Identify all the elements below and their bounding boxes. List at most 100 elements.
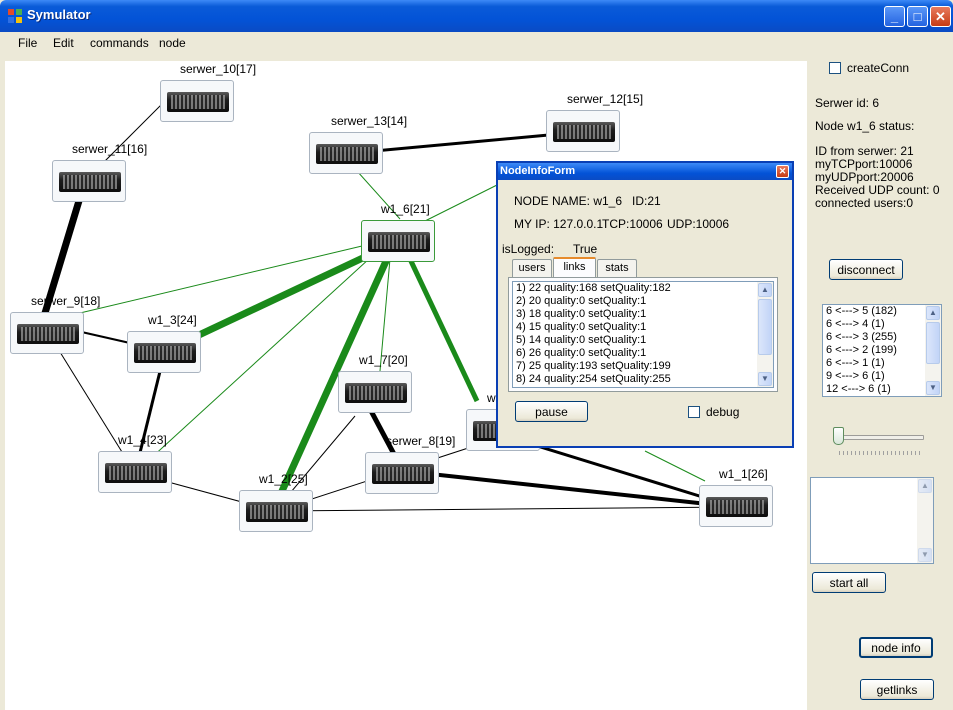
list-item[interactable]: 3) 18 quality:0 setQuality:1 [516, 308, 647, 320]
scroll-up-icon[interactable]: ▲ [926, 306, 940, 320]
status-connected-users: connected users:0 [815, 196, 914, 210]
list-item[interactable]: 6 <---> 1 (1) [826, 357, 885, 369]
scroll-thumb[interactable] [758, 299, 772, 355]
server-icon [10, 312, 84, 354]
quality-slider[interactable] [833, 427, 844, 445]
scroll-down-icon[interactable]: ▼ [758, 372, 772, 386]
scroll-thumb[interactable] [926, 322, 940, 364]
status-serwer-id: Serwer id: 6 [815, 96, 880, 110]
is-logged-value: True [573, 242, 598, 256]
scroll-up-icon[interactable]: ▲ [758, 283, 772, 297]
node-label: serwer_13[14] [331, 114, 408, 128]
node-label: w1_1[26] [719, 467, 768, 481]
server-icon [365, 452, 439, 494]
menu-edit[interactable]: Edit [53, 36, 74, 50]
server-icon [160, 80, 234, 122]
list-item[interactable]: 8) 24 quality:254 setQuality:255 [516, 373, 671, 385]
list-item[interactable]: 6 <---> 2 (199) [826, 344, 897, 356]
pause-button[interactable]: pause [515, 401, 588, 422]
tab-links[interactable]: links [553, 257, 596, 277]
tcp-label: TCP:10006 [602, 217, 663, 231]
node-label: serwer_9[18] [31, 294, 101, 308]
log-textbox[interactable]: ▲ ▼ [810, 477, 934, 564]
node-id-label: ID:21 [632, 194, 661, 208]
maximize-button[interactable]: □ [907, 6, 928, 27]
connections-list[interactable]: 6 <---> 5 (182) 6 <---> 4 (1) 6 <---> 3 … [822, 304, 942, 397]
node-label: w1_3[24] [148, 313, 197, 327]
status-udp-count: Received UDP count: 0 [815, 183, 940, 197]
getlinks-button[interactable]: getlinks [860, 679, 934, 700]
menu-commands[interactable]: commands [90, 36, 149, 50]
server-icon [52, 160, 126, 202]
node-label: w1_4[23] [118, 433, 167, 447]
log-scrollbar[interactable]: ▲ ▼ [917, 478, 933, 563]
window-title: Symulator [27, 7, 91, 22]
debug-checkbox[interactable] [688, 406, 700, 418]
list-item[interactable]: 1) 22 quality:168 setQuality:182 [516, 282, 671, 294]
close-icon: ✕ [935, 9, 946, 24]
node-label: w1_2[25] [259, 472, 308, 486]
link-line [402, 469, 736, 509]
is-logged-label: isLogged: [502, 242, 555, 256]
list-item[interactable]: 4) 15 quality:0 setQuality:1 [516, 321, 647, 333]
list-item[interactable]: 2) 20 quality:0 setQuality:1 [516, 295, 647, 307]
menu-bar: File Edit commands node [0, 32, 953, 54]
menu-file[interactable]: File [18, 36, 38, 50]
server-icon [127, 331, 201, 373]
server-icon [309, 132, 383, 174]
start-all-button[interactable]: start all [812, 572, 886, 593]
slider-track [834, 435, 924, 440]
tab-stats[interactable]: stats [597, 259, 637, 277]
list-item[interactable]: 6 <---> 5 (182) [826, 305, 897, 317]
title-bar: Symulator _ □ ✕ [0, 0, 953, 32]
link-line [274, 506, 736, 512]
list-item[interactable]: 6) 26 quality:0 setQuality:1 [516, 347, 647, 359]
server-icon [98, 451, 172, 493]
node-label: serwer_12[15] [567, 92, 644, 106]
links-scrollbar[interactable]: ▲ ▼ [757, 282, 773, 387]
list-item[interactable]: 12 <---> 6 (1) [826, 383, 891, 395]
link-line [149, 257, 371, 460]
list-item[interactable]: 7) 25 quality:193 setQuality:199 [516, 360, 671, 372]
link-line [356, 170, 401, 220]
status-tcp-port: myTCPport:10006 [815, 157, 913, 171]
menu-node[interactable]: node [159, 36, 186, 50]
app-icon [8, 9, 22, 23]
list-item[interactable]: 9 <---> 6 (1) [826, 370, 885, 382]
link-line [38, 179, 89, 325]
link-line [79, 245, 363, 314]
minimize-button[interactable]: _ [884, 6, 905, 27]
scroll-down-icon[interactable]: ▼ [918, 548, 932, 562]
connections-scrollbar[interactable]: ▲ ▼ [925, 305, 941, 396]
server-icon [338, 371, 412, 413]
scroll-up-icon[interactable]: ▲ [918, 479, 932, 493]
node-label: w1_7[20] [359, 353, 408, 367]
create-conn-label: createConn [847, 61, 910, 75]
close-button[interactable]: ✕ [930, 6, 951, 27]
list-item[interactable]: 6 <---> 4 (1) [826, 318, 885, 330]
tab-users[interactable]: users [512, 259, 552, 277]
my-ip-label: MY IP: 127.0.0.1 [514, 217, 604, 231]
link-line [644, 450, 706, 482]
link-line [424, 180, 506, 222]
create-conn-checkbox[interactable] [829, 62, 841, 74]
link-line [269, 257, 391, 513]
server-icon [546, 110, 620, 152]
dialog-close-icon[interactable]: ✕ [776, 165, 789, 178]
node-label: w1_6[21] [381, 202, 430, 216]
node-label: serwer_10[17] [180, 62, 257, 76]
status-id-from-serwer: ID from serwer: 21 [815, 144, 914, 158]
minimize-icon: _ [890, 9, 899, 24]
link-line [407, 257, 480, 403]
disconnect-button[interactable]: disconnect [829, 259, 903, 280]
list-item[interactable]: 6 <---> 3 (255) [826, 331, 897, 343]
node-label: serwer_11[16] [72, 142, 148, 156]
node-label: w [487, 391, 496, 405]
node-info-button[interactable]: node info [859, 637, 933, 658]
dialog-title-bar[interactable]: NodeInfoForm [498, 163, 792, 180]
server-icon [361, 220, 435, 262]
list-item[interactable]: 5) 14 quality:0 setQuality:1 [516, 334, 647, 346]
scroll-down-icon[interactable]: ▼ [926, 381, 940, 395]
links-tab-panel: 1) 22 quality:168 setQuality:182 2) 20 q… [508, 277, 778, 392]
links-list[interactable]: 1) 22 quality:168 setQuality:182 2) 20 q… [512, 281, 774, 388]
